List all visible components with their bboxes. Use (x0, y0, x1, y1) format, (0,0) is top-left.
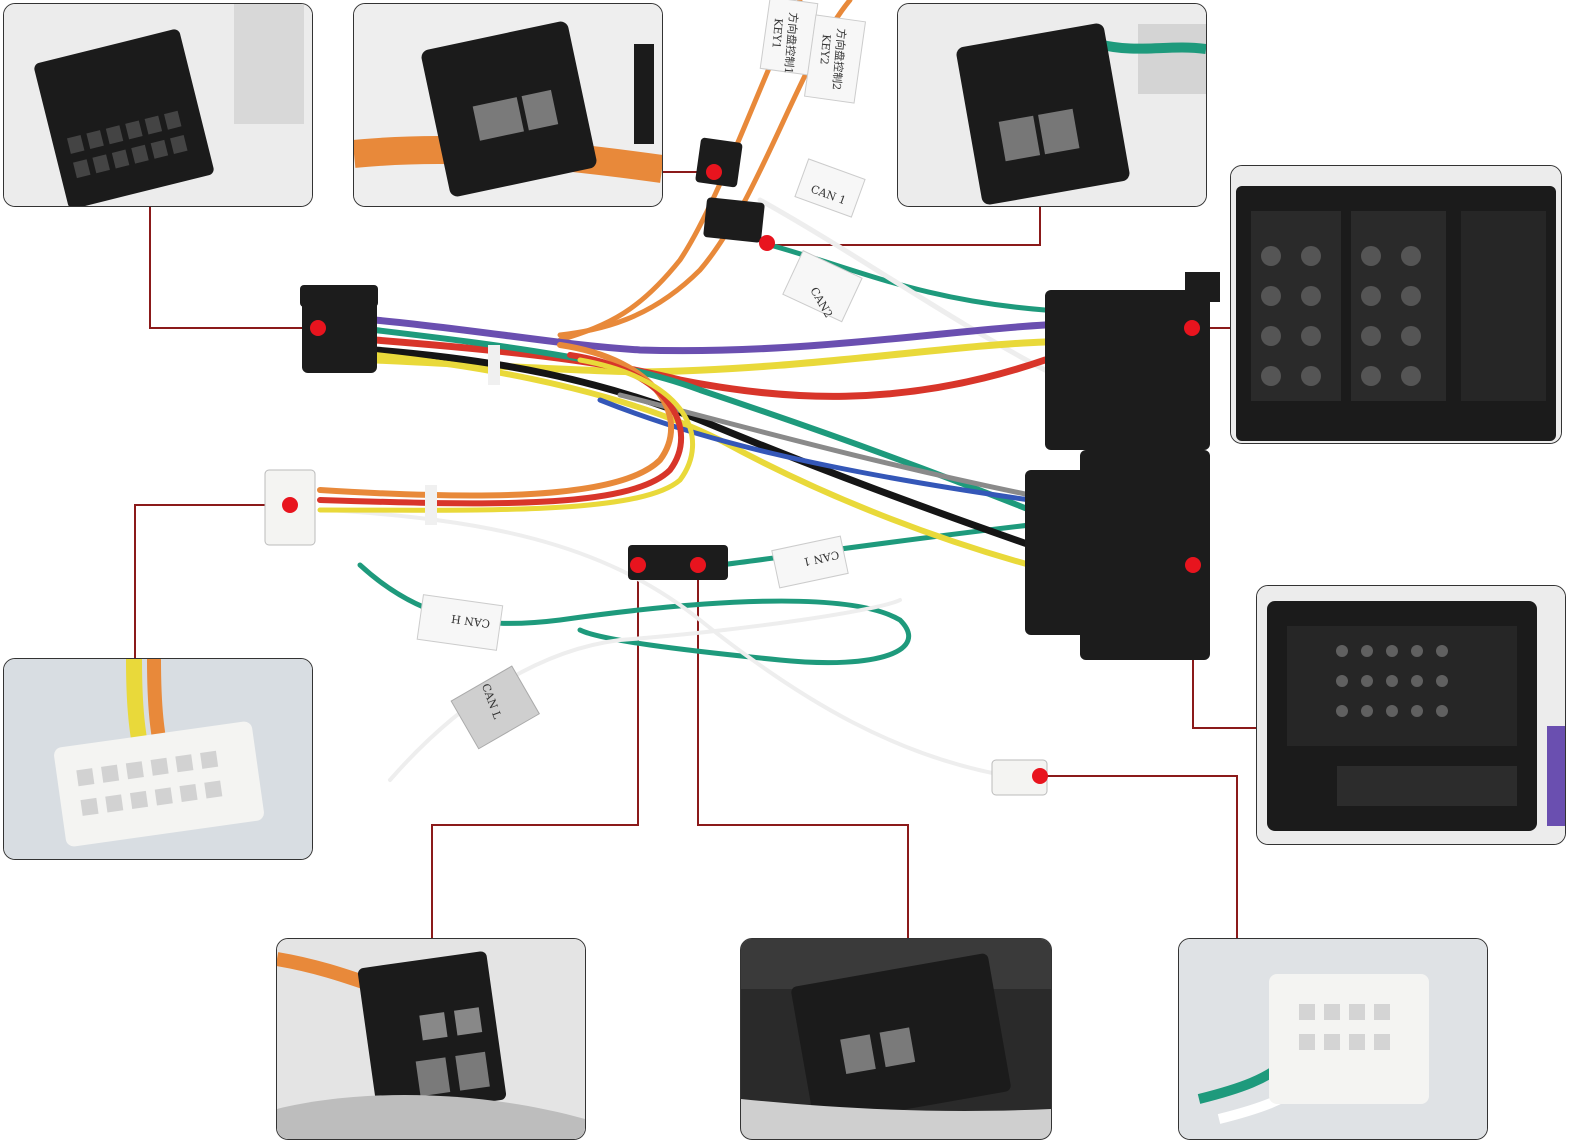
key-2pin-plug (695, 137, 743, 188)
dot-white8 (1032, 768, 1048, 784)
panel-2pin-key-plug (353, 3, 663, 207)
dot-can1 (759, 235, 775, 251)
leader-white8 (1040, 775, 1238, 938)
panel-iso-socket (1230, 165, 1562, 444)
main-16pin-plug (302, 288, 377, 373)
panel-white-8pin (1178, 938, 1488, 1140)
label-key1: KEY1 (769, 18, 785, 50)
leader-can-left (431, 565, 639, 938)
callout-dots (282, 164, 1201, 784)
iso-connector (1045, 290, 1210, 450)
panel-2pin-can-right (740, 938, 1052, 1140)
zip-tie (488, 345, 500, 385)
dot-can-left (630, 557, 646, 573)
harness-connectors (264, 137, 1220, 796)
panel-16pin-plug (3, 3, 313, 207)
leader-16pin (149, 205, 318, 329)
dot-white20 (282, 497, 298, 513)
panel-white-20pin (3, 658, 313, 860)
leader-white20 (134, 504, 290, 658)
panel-quadlock-socket (1256, 585, 1566, 845)
label-can-h: CAN H (450, 612, 491, 630)
label-key2: KEY2 (817, 34, 833, 66)
leader-can-right (697, 565, 909, 938)
panel-2pin-can-plug (897, 3, 1207, 207)
dot-16pin (310, 320, 326, 336)
zip-tie (425, 485, 437, 525)
can-pair-plug (628, 545, 728, 580)
dot-iso (1184, 320, 1200, 336)
can1-2pin-plug (703, 197, 765, 243)
leader-can1 (767, 205, 1041, 246)
label-key1-sub: 方向盘控制1 (782, 12, 801, 75)
panel-2pin-can-left (276, 938, 586, 1140)
dot-can-right (690, 557, 706, 573)
wire-labels: KEY1 方向盘控制1 KEY2 方向盘控制2 CAN 1 CAN2 CAN 1… (416, 0, 867, 750)
label-key2-sub: 方向盘控制2 (830, 28, 849, 91)
dot-quadlock (1185, 557, 1201, 573)
dot-key (706, 164, 722, 180)
